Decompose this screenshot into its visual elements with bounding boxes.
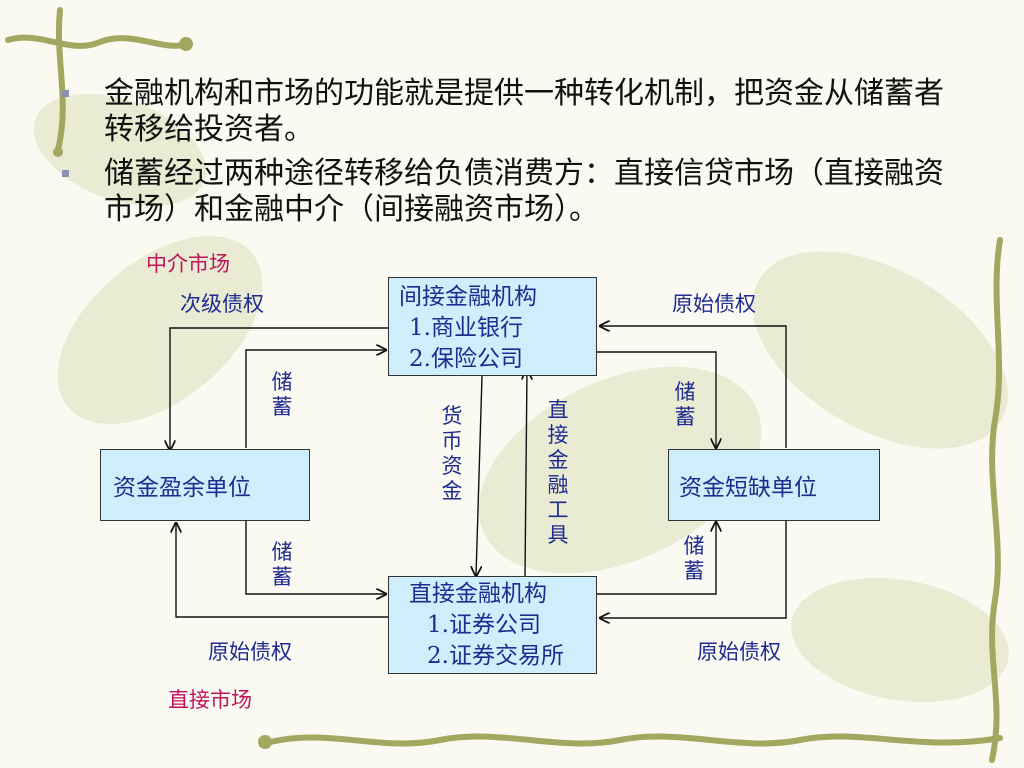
arrow-primary-claim-bottom-right (600, 521, 787, 618)
surplus-unit-box: 资金盈余单位 (100, 449, 310, 521)
indirect-institution-item: 2.保险公司 (409, 346, 523, 372)
arrow-savings-bottom-right (597, 522, 716, 595)
bullet-text: 储蓄经过两种途径转移给负债消费方：直接信贷市场（直接融资市场）和金融中介（间接融… (104, 156, 944, 227)
bullet-marker (62, 90, 69, 97)
direct-institution-item: 1.证券公司 (427, 612, 541, 638)
primary-claim-top-label: 原始债权 (672, 292, 756, 316)
indirect-financial-institution-box: 间接金融机构 1.商业银行 2.保险公司 (388, 277, 597, 376)
bullet-item: 储蓄经过两种途径转移给负债消费方：直接信贷市场（直接融资市场）和金融中介（间接融… (60, 156, 970, 228)
secondary-claim-label: 次级债权 (180, 292, 264, 316)
arrow-savings-top-right (597, 351, 716, 448)
direct-institution-title: 直接金融机构 (409, 581, 547, 607)
indirect-institution-title: 间接金融机构 (399, 284, 537, 310)
primary-claim-bottom-left-label: 原始债权 (208, 640, 292, 664)
savings-bottom-right-label: 储蓄 (683, 534, 705, 583)
bullet-marker (62, 170, 69, 177)
savings-bottom-left-label: 储蓄 (271, 540, 293, 589)
intermediary-market-label: 中介市场 (146, 252, 230, 276)
direct-institution-item: 2.证券交易所 (427, 643, 564, 669)
arrow-direct-instruments (525, 370, 527, 577)
arrow-primary-claim-top (600, 326, 787, 448)
direct-market-label: 直接市场 (168, 688, 252, 712)
arrow-primary-claim-bottom-left (176, 523, 388, 618)
direct-instruments-label: 直接金融工具 (547, 398, 569, 547)
arrow-savings-bottom-left (245, 521, 386, 594)
surplus-unit-label: 资金盈余单位 (113, 475, 251, 501)
bullet-item: 金融机构和市场的功能就是提供一种转化机制，把资金从储蓄者转移给投资者。 (60, 76, 970, 148)
arrow-secondary-claim (170, 327, 388, 450)
deficit-unit-label: 资金短缺单位 (679, 475, 817, 501)
primary-claim-bottom-right-label: 原始债权 (697, 640, 781, 664)
arrow-money-funds (476, 375, 483, 576)
bullet-text: 金融机构和市场的功能就是提供一种转化机制，把资金从储蓄者转移给投资者。 (104, 76, 944, 147)
savings-top-left-label: 储蓄 (271, 370, 293, 419)
money-funds-label: 货币资金 (441, 404, 463, 503)
bullet-list: 金融机构和市场的功能就是提供一种转化机制，把资金从储蓄者转移给投资者。 储蓄经过… (60, 76, 970, 236)
direct-financial-institution-box: 直接金融机构 1.证券公司 2.证券交易所 (388, 576, 597, 674)
savings-top-right-label: 储蓄 (674, 380, 696, 429)
indirect-institution-item: 1.商业银行 (409, 315, 523, 341)
deficit-unit-box: 资金短缺单位 (668, 449, 880, 521)
arrow-savings-top-left (245, 350, 386, 448)
